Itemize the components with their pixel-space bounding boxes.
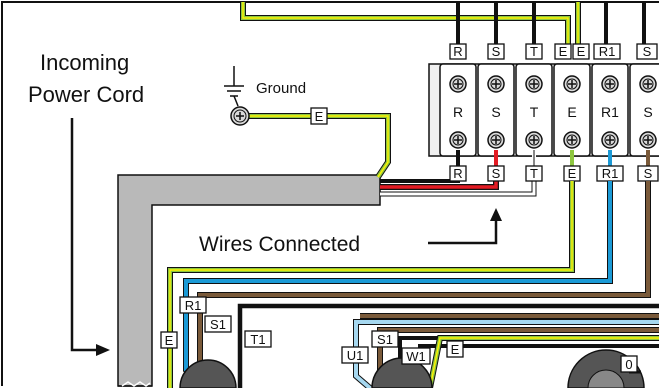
terminal-bottom-stubs [456, 150, 650, 166]
tag-s1-motor: S1 [371, 330, 399, 348]
tag-zero: 0 [620, 355, 638, 373]
svg-text:R: R [453, 44, 462, 59]
svg-text:R1: R1 [599, 44, 616, 59]
wires-connected-arrow [428, 208, 502, 245]
incoming-label-line1: Incoming [40, 50, 129, 75]
top-black-wires [456, 2, 646, 45]
bottom-tag-r1: R1 [596, 165, 624, 182]
terminal-screws-bottom [449, 131, 657, 149]
top-tag-r1: R1 [593, 43, 621, 60]
block-label-t: T [530, 104, 539, 120]
ground-label: Ground [256, 80, 306, 97]
top-tag-s: S [487, 43, 505, 60]
connector-right-inner [587, 369, 625, 388]
ground-symbol-icon [224, 66, 244, 107]
svg-text:S: S [492, 166, 501, 181]
cord-cut-jag [121, 381, 151, 387]
tag-r1: R1 [179, 296, 207, 314]
block-label-r1: R1 [601, 104, 619, 120]
tag-e: E [160, 331, 178, 349]
svg-text:U1: U1 [347, 348, 364, 363]
svg-text:T1: T1 [250, 332, 265, 347]
top-earth-wire [240, 2, 571, 45]
svg-text:R: R [453, 166, 462, 181]
svg-text:W1: W1 [406, 349, 426, 364]
tag-u1: U1 [341, 346, 369, 364]
tag-e-motor: E [446, 340, 464, 358]
earth-motor-wire [427, 335, 659, 388]
bottom-tag-e: E [563, 165, 581, 182]
top-tag-r: R [449, 43, 467, 60]
incoming-label-line2: Power Cord [28, 82, 144, 107]
wires-connected-label: Wires Connected [199, 233, 360, 256]
svg-text:S: S [492, 44, 501, 59]
svg-text:E: E [559, 44, 568, 59]
top-tag-s1: S [636, 43, 658, 60]
svg-text:0: 0 [625, 357, 632, 372]
ground-wire [246, 113, 391, 179]
svg-text:E: E [315, 109, 324, 124]
cord-wire-red [380, 166, 499, 190]
svg-text:E: E [451, 342, 460, 357]
svg-text:E: E [568, 166, 577, 181]
terminal-screws-top [449, 75, 657, 93]
svg-text:R1: R1 [602, 166, 619, 181]
tag-w1: W1 [401, 347, 431, 365]
bottom-tag-r: R [449, 165, 467, 182]
earth-wire-bottom [167, 181, 575, 388]
ground-wire-tag: E [310, 107, 328, 125]
connector-left [179, 359, 237, 388]
tag-t1: T1 [244, 330, 272, 348]
tag-s1: S1 [204, 315, 232, 333]
block-label-e: E [567, 104, 576, 120]
incoming-arrow [70, 118, 110, 356]
block-label-s1: S [643, 104, 652, 120]
svg-text:E: E [165, 333, 174, 348]
svg-text:S: S [643, 44, 652, 59]
bottom-tag-s: S [487, 165, 505, 182]
block-label-s: S [491, 104, 500, 120]
svg-text:S1: S1 [377, 332, 393, 347]
block-label-r: R [453, 104, 463, 120]
svg-text:S: S [644, 166, 653, 181]
ground-screw-icon [230, 106, 250, 126]
svg-text:E: E [577, 44, 586, 59]
top-tag-t: T [525, 43, 543, 60]
bottom-tag-s1: S [637, 165, 659, 182]
black-t1-wire [237, 303, 659, 388]
svg-text:T: T [530, 166, 538, 181]
bottom-tag-t: T [525, 165, 543, 182]
svg-text:R1: R1 [185, 298, 202, 313]
svg-text:T: T [530, 44, 538, 59]
top-tag-e1: E [554, 43, 572, 60]
top-tag-e2: E [572, 43, 590, 60]
svg-text:S1: S1 [210, 317, 226, 332]
cord-wire-black [380, 166, 460, 183]
